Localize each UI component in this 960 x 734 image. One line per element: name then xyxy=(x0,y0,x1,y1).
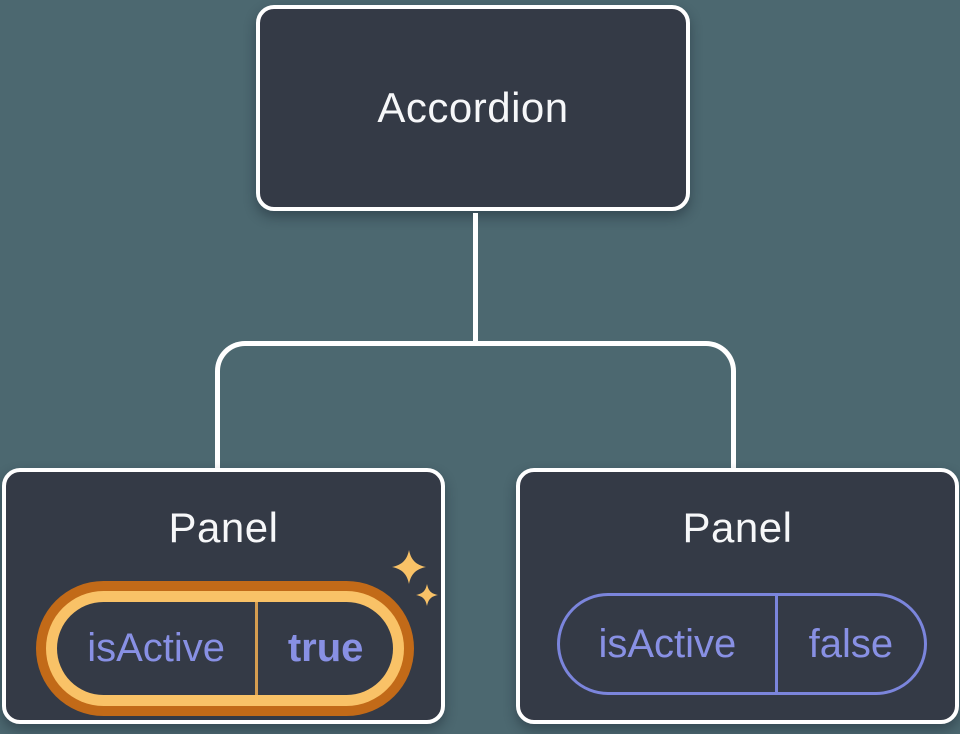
prop-name: isActive xyxy=(87,626,226,670)
accordion-label: Accordion xyxy=(377,84,569,131)
prop-name: isActive xyxy=(598,621,737,666)
tree-connector-brace xyxy=(215,341,736,468)
tree-connector-stem xyxy=(473,213,478,343)
prop-pill-highlight-ring: isActive true xyxy=(46,591,404,706)
pill-divider xyxy=(255,602,259,695)
prop-pill-active: isActive true xyxy=(36,581,414,716)
sparkles-icon xyxy=(392,550,438,606)
prop-pill-inactive: isActive false xyxy=(557,593,927,695)
panel-label: Panel xyxy=(168,504,279,551)
prop-pill-core: isActive true xyxy=(57,602,393,695)
panel-node-active: Panel isActive true xyxy=(2,468,445,724)
prop-value: false xyxy=(808,621,894,666)
pill-divider xyxy=(774,596,778,692)
accordion-node: Accordion xyxy=(256,5,690,211)
panel-label: Panel xyxy=(682,504,793,551)
panel-node-inactive: Panel isActive false xyxy=(516,468,959,724)
prop-value: true xyxy=(287,626,364,670)
